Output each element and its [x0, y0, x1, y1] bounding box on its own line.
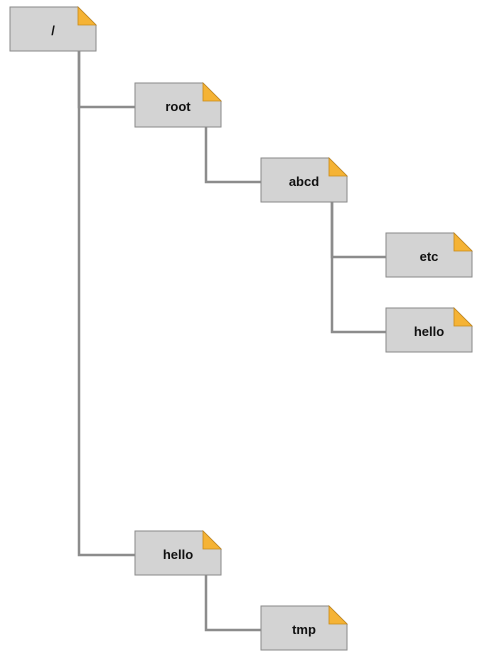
tree-connectors [77, 51, 386, 632]
folded-corner-icon [328, 605, 348, 625]
node-box [134, 82, 222, 128]
connector-root-dir-to-dir-root [77, 51, 135, 109]
node-label: abcd [289, 174, 319, 189]
node-label: hello [163, 547, 193, 562]
node-box [385, 307, 473, 353]
connector-dir-abcd-to-dir-abcd-hello [330, 202, 386, 334]
folded-corner-icon [453, 232, 473, 252]
node-label: etc [420, 249, 439, 264]
folded-corner-icon [77, 6, 97, 26]
tree-node-dir-root[interactable]: root [134, 82, 222, 128]
tree-nodes: / root abcd etc hello hello tmp [9, 6, 473, 651]
tree-node-dir-abcd-hello[interactable]: hello [385, 307, 473, 353]
node-box [260, 157, 348, 203]
node-box [385, 232, 473, 278]
folded-corner-icon [453, 307, 473, 327]
tree-node-dir-abcd[interactable]: abcd [260, 157, 348, 203]
connector-root-dir-to-dir-hello [77, 51, 135, 557]
folded-corner-icon [202, 530, 222, 550]
tree-node-dir-hello[interactable]: hello [134, 530, 222, 576]
connector-dir-abcd-to-dir-etc [330, 202, 386, 259]
folded-corner-icon [202, 82, 222, 102]
node-label: hello [414, 324, 444, 339]
folded-corner-icon [328, 157, 348, 177]
node-box [260, 605, 348, 651]
node-label: tmp [292, 622, 316, 637]
connector-dir-hello-to-dir-tmp [204, 575, 261, 632]
connector-dir-root-to-dir-abcd [204, 127, 261, 184]
tree-node-root-dir[interactable]: / [9, 6, 97, 52]
tree-node-dir-tmp[interactable]: tmp [260, 605, 348, 651]
tree-node-dir-etc[interactable]: etc [385, 232, 473, 278]
node-label: / [51, 23, 55, 38]
node-label: root [165, 99, 191, 114]
node-box [134, 530, 222, 576]
node-box [9, 6, 97, 52]
